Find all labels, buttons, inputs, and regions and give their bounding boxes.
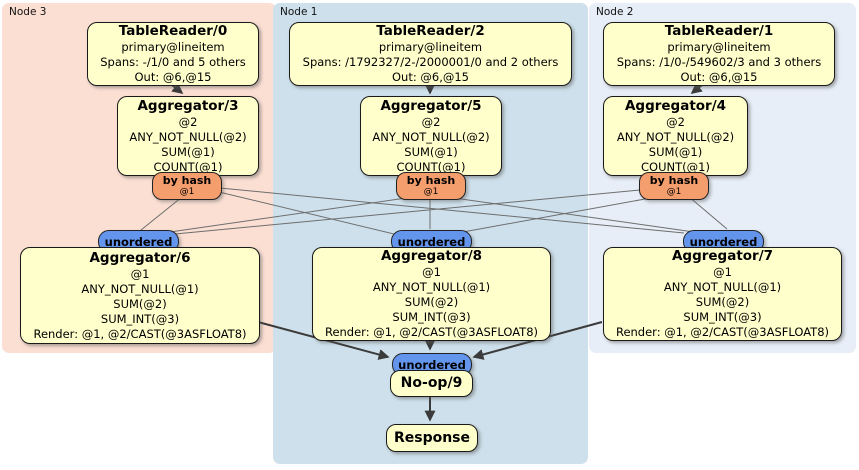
unordered-sync-label: unordered: [397, 234, 466, 249]
processor-title: TableReader/0: [118, 23, 228, 39]
processor-detail: primary@lineitem: [378, 40, 483, 54]
processor-detail: SUM(@1): [404, 144, 458, 159]
processor-title: TableReader/1: [664, 23, 774, 39]
processor-detail: COUNT(@1): [396, 159, 466, 174]
processor-aggregator-7: Aggregator/7 @1 ANY_NOT_NULL(@1) SUM(@2)…: [603, 247, 842, 341]
processor-noop-9: No-op/9: [390, 370, 473, 397]
processor-aggregator-6: Aggregator/6 @1 ANY_NOT_NULL(@1) SUM(@2)…: [20, 247, 260, 344]
processor-title: TableReader/2: [376, 23, 485, 39]
processor-detail: SUM_INT(@3): [392, 310, 471, 324]
processor-detail: SUM(@2): [404, 295, 459, 309]
hash-router-columns: @1: [666, 187, 682, 197]
processor-detail: @1: [422, 265, 441, 279]
processor-title: Aggregator/4: [624, 97, 727, 114]
processor-detail: SUM(@2): [695, 295, 750, 309]
processor-detail: Render: @1, @2/CAST(@3ASFLOAT8): [33, 326, 247, 341]
processor-title: Response: [393, 429, 471, 446]
processor-title: No-op/9: [400, 375, 463, 391]
processor-detail: @1: [713, 265, 732, 279]
processor-detail: @2: [666, 114, 685, 129]
processor-detail: Spans: -/1/0 and 5 others: [100, 55, 246, 69]
hash-router-columns: @1: [423, 187, 439, 197]
processor-title: Aggregator/3: [137, 97, 239, 114]
processor-detail: SUM(@2): [113, 296, 167, 311]
hash-router-label: by hash: [162, 174, 212, 187]
hash-router: by hash @1: [639, 172, 709, 200]
processor-aggregator-5: Aggregator/5 @2 ANY_NOT_NULL(@2) SUM(@1)…: [360, 96, 502, 176]
processor-detail: SUM_INT(@3): [100, 311, 180, 326]
processor-detail: COUNT(@1): [641, 159, 710, 174]
processor-detail: ANY_NOT_NULL(@2): [616, 129, 735, 144]
processor-detail: ANY_NOT_NULL(@1): [81, 281, 199, 296]
hash-router-columns: @1: [179, 187, 195, 197]
processor-tablereader-2: TableReader/2 primary@lineitem Spans: /1…: [289, 22, 572, 86]
processor-detail: COUNT(@1): [153, 159, 223, 174]
region-label: Node 2: [596, 6, 634, 18]
processor-tablereader-1: TableReader/1 primary@lineitem Spans: /1…: [603, 22, 835, 86]
processor-detail: primary@lineitem: [121, 40, 225, 54]
response-node: Response: [386, 424, 478, 452]
processor-tablereader-0: TableReader/0 primary@lineitem Spans: -/…: [87, 22, 259, 86]
hash-router-label: by hash: [649, 174, 699, 187]
processor-title: Aggregator/5: [380, 97, 482, 114]
unordered-sync-label: unordered: [689, 234, 758, 249]
region-label: Node 3: [9, 6, 47, 18]
processor-detail: SUM_INT(@3): [683, 310, 762, 324]
processor-detail: Spans: /1792327/2-/2000001/0 and 2 other…: [302, 55, 559, 69]
processor-detail: Render: @1, @2/CAST(@3ASFLOAT8): [615, 325, 830, 339]
hash-router: by hash @1: [152, 172, 222, 200]
processor-title: Aggregator/8: [380, 248, 483, 264]
processor-detail: ANY_NOT_NULL(@2): [372, 129, 490, 144]
processor-detail: Render: @1, @2/CAST(@3ASFLOAT8): [324, 325, 539, 339]
processor-detail: @2: [421, 114, 441, 129]
processor-detail: primary@lineitem: [667, 40, 771, 54]
processor-detail: SUM(@1): [161, 144, 215, 159]
unordered-sync-label: unordered: [398, 357, 466, 372]
hash-router: by hash @1: [396, 172, 466, 200]
processor-title: Aggregator/7: [671, 248, 774, 264]
processor-detail: @2: [178, 114, 198, 129]
processor-detail: SUM(@1): [648, 144, 703, 159]
processor-detail: ANY_NOT_NULL(@1): [663, 280, 782, 294]
processor-aggregator-8: Aggregator/8 @1 ANY_NOT_NULL(@1) SUM(@2)…: [312, 247, 551, 341]
processor-title: Aggregator/6: [89, 249, 191, 266]
processor-detail: Out: @6,@15: [680, 70, 758, 84]
hash-router-edges: [140, 187, 728, 235]
unordered-sync-label: unordered: [104, 234, 173, 249]
processor-detail: ANY_NOT_NULL(@2): [129, 129, 247, 144]
processor-aggregator-3: Aggregator/3 @2 ANY_NOT_NULL(@2) SUM(@1)…: [117, 96, 259, 176]
processor-aggregator-4: Aggregator/4 @2 ANY_NOT_NULL(@2) SUM(@1)…: [603, 96, 748, 176]
processor-detail: Spans: /1/0-/549602/3 and 3 others: [616, 55, 822, 69]
processor-detail: ANY_NOT_NULL(@1): [372, 280, 491, 294]
hash-router-label: by hash: [406, 174, 456, 187]
processor-detail: Out: @6,@15: [392, 70, 469, 84]
region-label: Node 1: [280, 6, 318, 18]
processor-detail: Out: @6,@15: [134, 70, 212, 84]
processor-detail: @1: [130, 266, 150, 281]
